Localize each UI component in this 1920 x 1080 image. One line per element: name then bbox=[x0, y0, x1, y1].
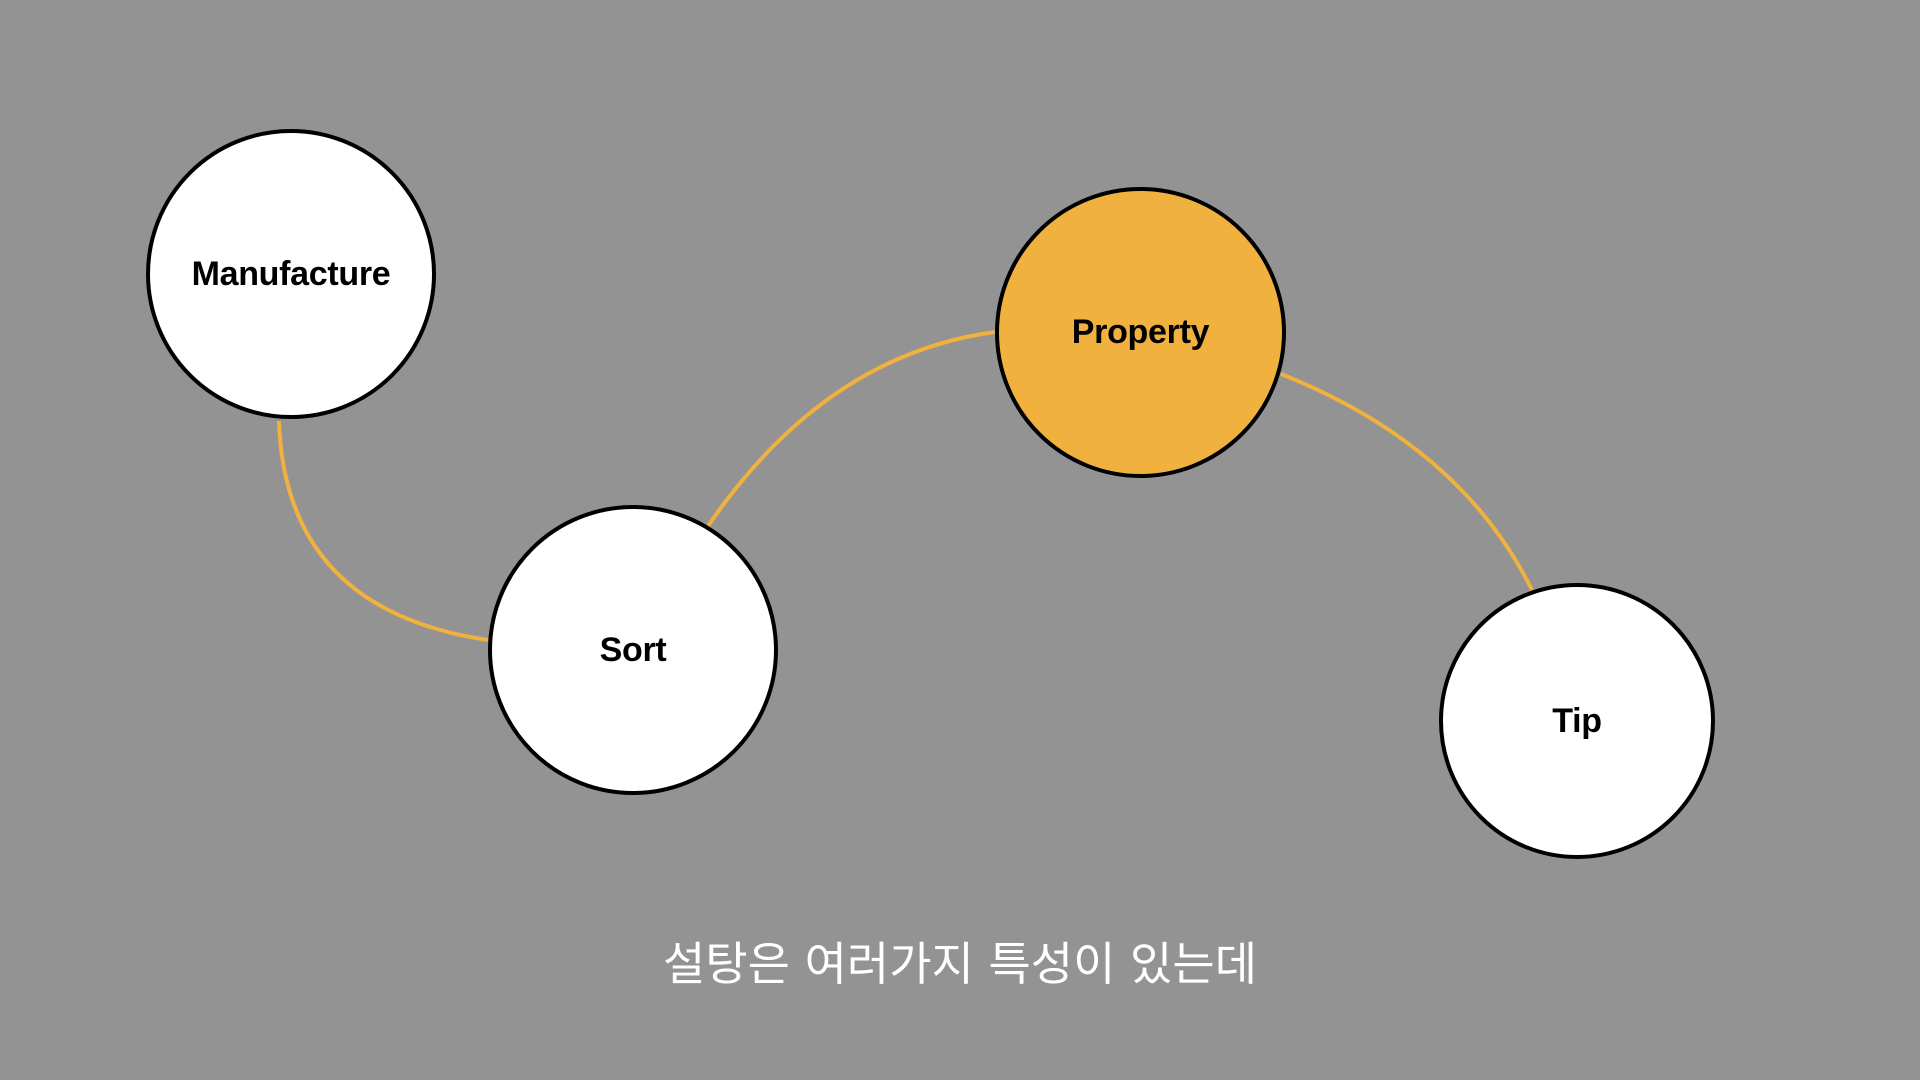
link-sort-property bbox=[706, 330, 996, 528]
node-sort[interactable]: Sort bbox=[488, 505, 778, 795]
subtitle-caption: 설탕은 여러가지 특성이 있는데 bbox=[662, 937, 1258, 991]
node-label-tip: Tip bbox=[1552, 701, 1602, 740]
node-label-property: Property bbox=[1071, 313, 1210, 351]
node-property[interactable]: Property bbox=[995, 187, 1286, 478]
link-property-tip bbox=[1280, 372, 1534, 591]
link-manufacture-sort bbox=[277, 420, 489, 642]
node-manufacture[interactable]: Manufacture bbox=[146, 129, 436, 419]
node-tip[interactable]: Tip bbox=[1439, 583, 1715, 859]
node-label-sort: Sort bbox=[599, 630, 667, 669]
node-label-manufacture: Manufacture bbox=[191, 254, 391, 293]
